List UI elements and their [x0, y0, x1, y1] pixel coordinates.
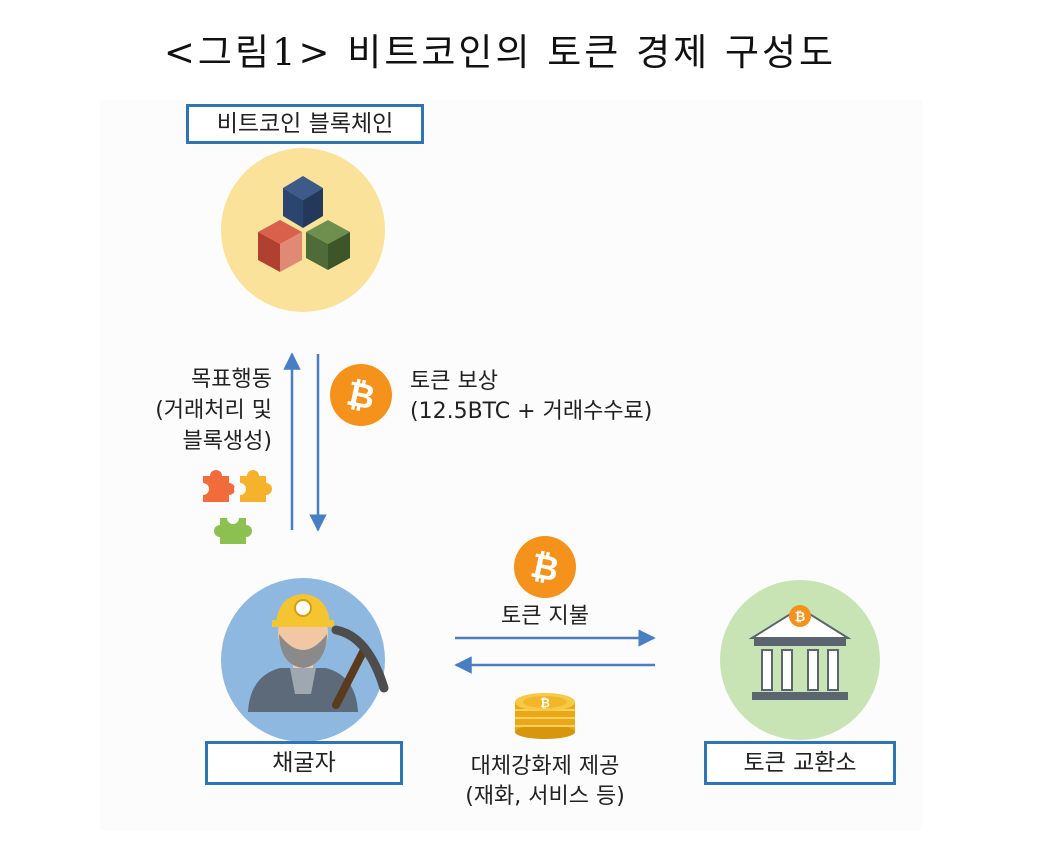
svg-text:₿: ₿	[540, 696, 550, 710]
action-edge-label-line1: 목표행동	[191, 367, 272, 392]
bitcoin-coin-icon: ₿	[514, 536, 576, 598]
reward-edge-label-line1: 토큰 보상	[410, 369, 498, 394]
bitcoin-coin-icon: ₿	[330, 364, 392, 426]
diagram-title: <그림1> 비트코인의 토큰 경제 구성도	[163, 31, 837, 74]
action-edge-label: 목표행동 (거래처리 및 블록생성)	[155, 364, 272, 457]
payment-edge-label: 토큰 지불	[501, 604, 589, 629]
coin-stack-icon: ₿	[515, 693, 575, 739]
service-edge-label-line2: (재화, 서비스 등)	[465, 784, 625, 809]
action-edge-label-line3: 블록생성)	[182, 429, 272, 454]
bank-building-icon: ₿	[720, 580, 880, 740]
blockchain-node-label: 비트코인 블록체인	[186, 104, 424, 144]
miner-node-label: 채굴자	[205, 741, 403, 785]
service-edge-label: 대체강화제 제공 (재화, 서비스 등)	[425, 752, 665, 812]
action-edge-label-line2: (거래처리 및	[155, 398, 272, 423]
puzzle-pieces-icon	[197, 470, 272, 544]
exchange-node-label: 토큰 교환소	[704, 741, 896, 785]
svg-text:₿: ₿	[795, 610, 806, 625]
miner-with-pickaxe-icon	[221, 578, 389, 742]
reward-edge-label: 토큰 보상 (12.5BTC + 거래수수료)	[410, 367, 652, 427]
reward-edge-label-line2: (12.5BTC + 거래수수료)	[410, 399, 653, 424]
blocks-cube-icon	[221, 148, 385, 312]
service-edge-label-line1: 대체강화제 제공	[470, 754, 620, 779]
